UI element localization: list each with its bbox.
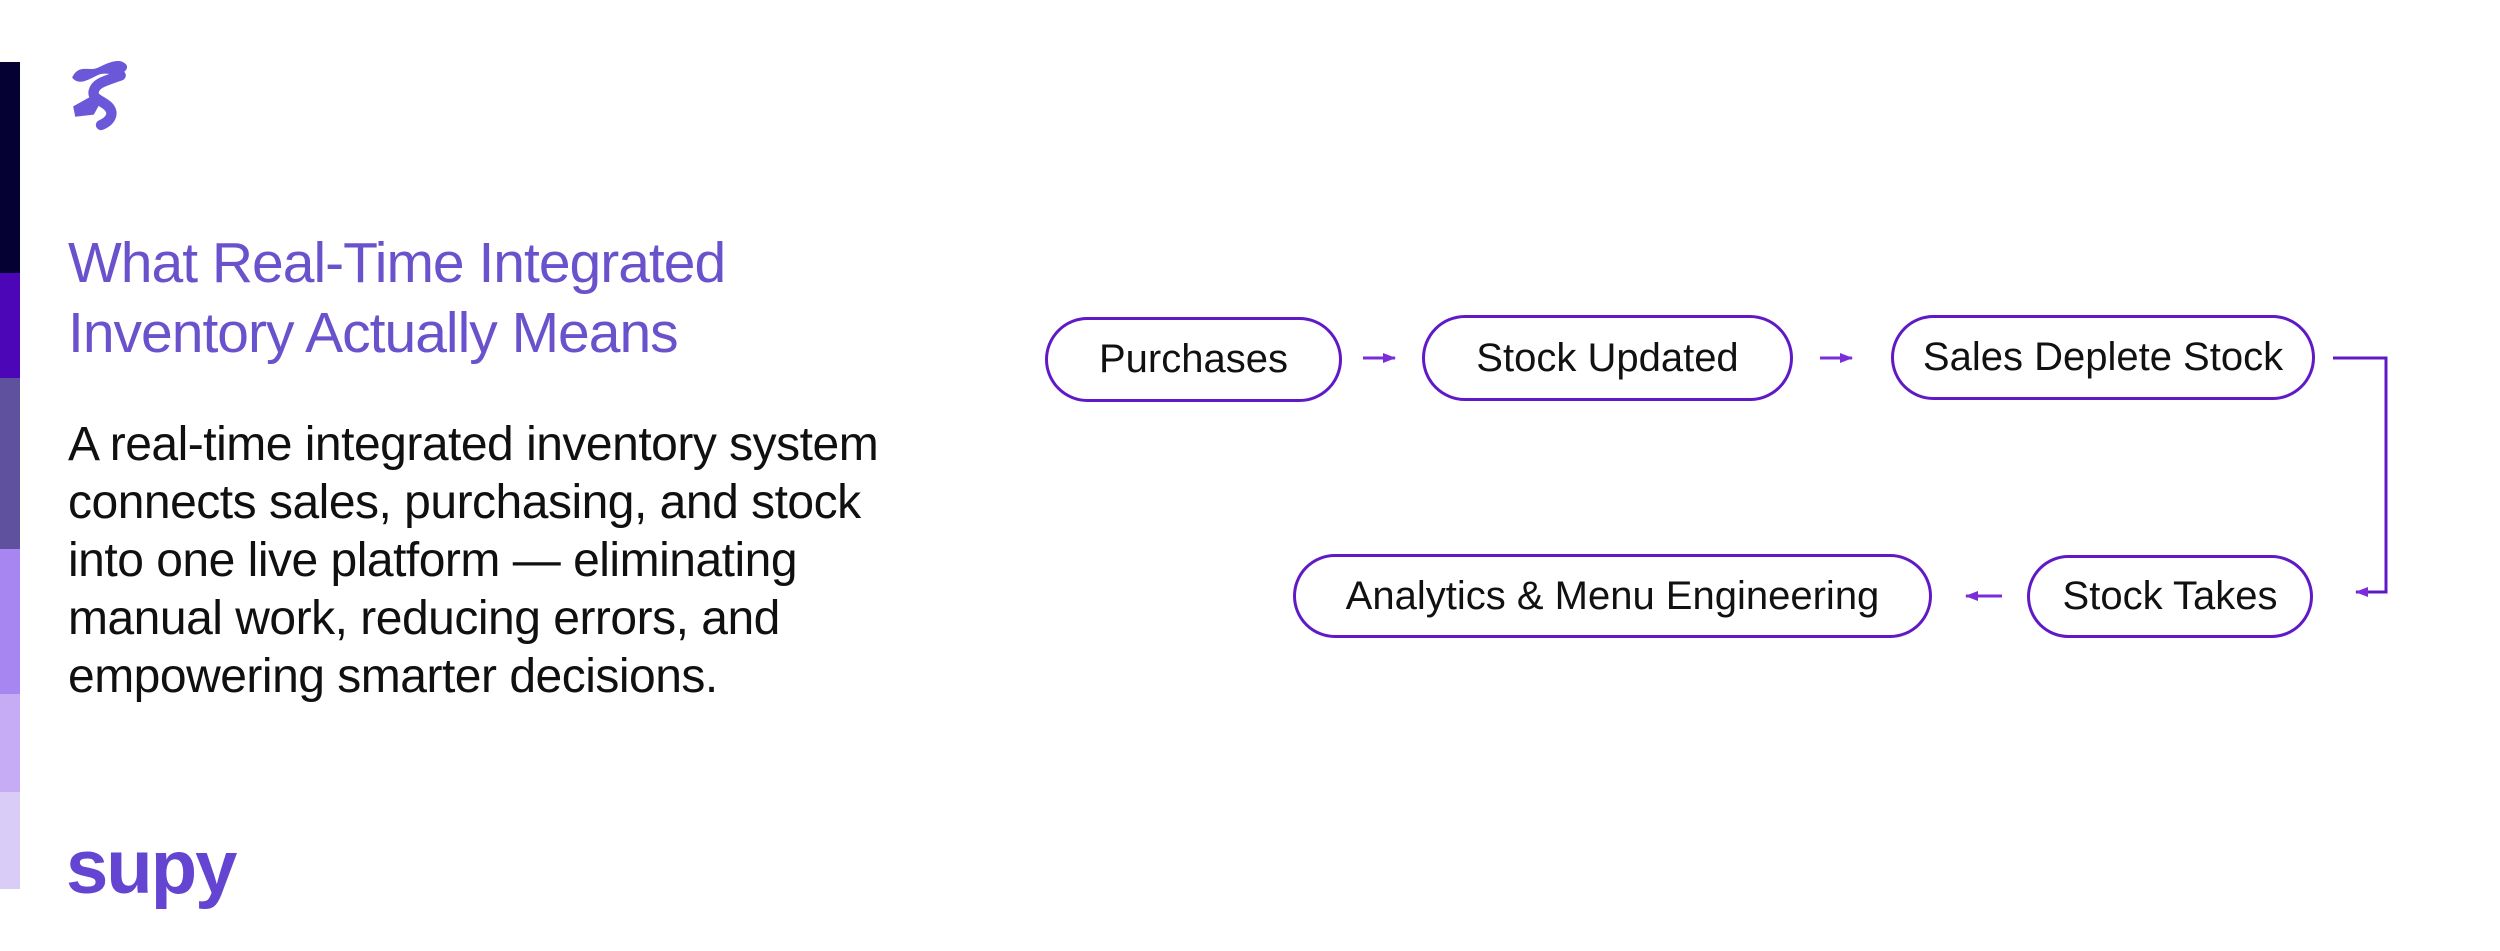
flow-node-purchases: Purchases: [1045, 317, 1342, 402]
flow-node-analytics-menu-engineering-label: Analytics & Menu Engineering: [1345, 573, 1880, 618]
accent-bar-segment-4: [0, 549, 20, 694]
logo-wave-stroke: [72, 60, 128, 82]
supy-wordmark: supy: [66, 825, 237, 910]
flow-node-stock-updated: Stock Updated: [1422, 315, 1793, 401]
flow-node-sales-deplete-stock: Sales Deplete Stock: [1891, 315, 2315, 400]
intro-paragraph-line-2: connects sales, purchasing, and stock: [68, 476, 861, 529]
intro-paragraph-line-4: manual work, reducing errors, and: [68, 592, 780, 645]
intro-paragraph-line-5: empowering smarter decisions.: [68, 650, 718, 703]
accent-bar-segment-2: [0, 273, 20, 378]
page-title: What Real-Time Integrated Inventory Actu…: [68, 228, 726, 368]
accent-bar-segment-3: [0, 378, 20, 549]
supy-logo-icon: [72, 60, 128, 131]
flow-node-stock-updated-label: Stock Updated: [1476, 335, 1739, 380]
page-title-line-2: Inventory Actually Means: [68, 301, 679, 365]
logo-swoosh-stroke: [88, 70, 126, 131]
flow-node-stock-takes: Stock Takes: [2027, 555, 2313, 638]
flow-node-sales-deplete-stock-label: Sales Deplete Stock: [1922, 335, 2284, 379]
accent-bar-segment-6: [0, 792, 20, 889]
accent-bar-segment-1: [0, 62, 20, 273]
logo-hook-stroke: [73, 97, 100, 117]
page-title-line-1: What Real-Time Integrated: [68, 231, 726, 295]
flow-connectors: [1363, 353, 2388, 601]
flow-node-analytics-menu-engineering: Analytics & Menu Engineering: [1293, 554, 1932, 638]
flow-node-stock-takes-label: Stock Takes: [2062, 574, 2278, 618]
accent-bar-segment-5: [0, 694, 20, 792]
intro-paragraph-line-1: A real-time integrated inventory system: [68, 418, 879, 471]
flow-node-purchases-label: Purchases: [1099, 337, 1288, 381]
elbow-connector-sales-deplete-to-stock-takes: [2333, 356, 2388, 597]
intro-paragraph-line-3: into one live platform — eliminating: [68, 534, 798, 587]
intro-paragraph: A real-time integrated inventory system …: [68, 416, 879, 706]
left-accent-bar: [0, 62, 20, 889]
